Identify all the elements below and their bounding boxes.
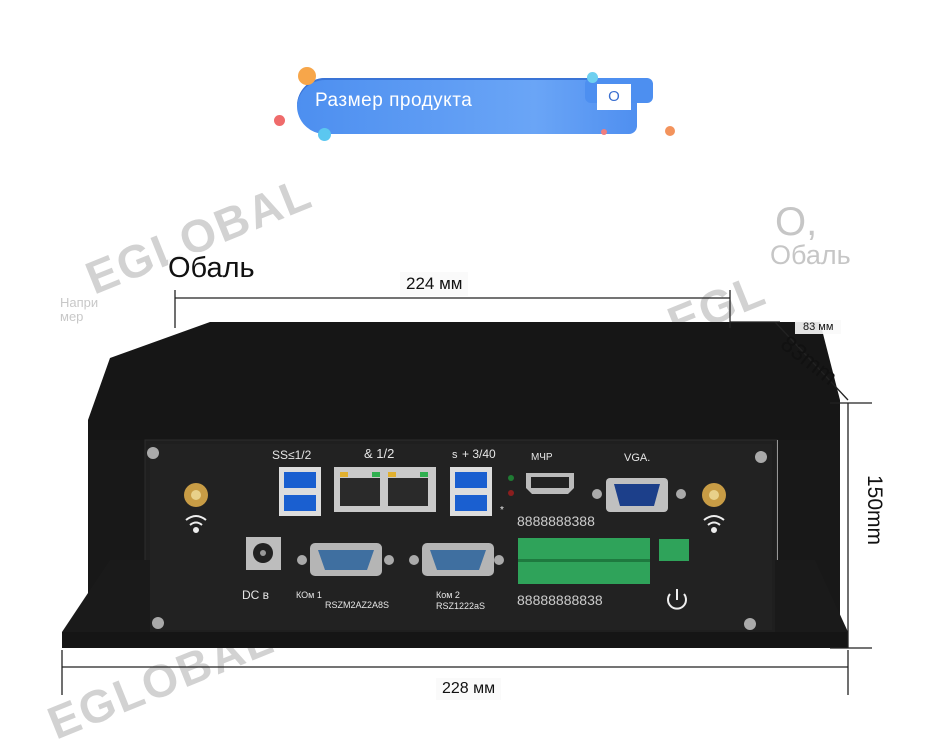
depth-label: 83 мм (795, 320, 842, 334)
antenna-right (702, 483, 726, 507)
watermark-left-small: Напри мер (60, 295, 99, 324)
led-green (508, 475, 514, 481)
decor-dot-cyan2 (587, 72, 598, 83)
watermark-left-overlay: Обаль (168, 252, 285, 285)
terminal-block (518, 538, 689, 584)
dimension-lines (61, 290, 872, 695)
com2-sub-label: RSZ1222aS (436, 601, 486, 611)
banner-title: Размер продукта (315, 90, 473, 111)
base-flange-left (62, 560, 150, 648)
wifi-icon (185, 515, 725, 533)
com2-label: Ком 2 (436, 590, 460, 600)
watermark-right-sub: Обаль (770, 240, 851, 270)
screws (147, 447, 767, 630)
decor-dot-red (274, 115, 285, 126)
usb-ports-left (279, 467, 321, 516)
terminal-code-top: 8888888388 (517, 513, 595, 529)
height-label: 150mm (863, 475, 886, 546)
decor-dot-pink (601, 129, 607, 135)
antenna-left (184, 483, 208, 507)
lan-label: & 1/2 (364, 446, 395, 461)
dc-label: DC в (242, 588, 270, 602)
power-icon (667, 589, 687, 610)
decor-dot-orange (298, 67, 316, 85)
led-red (508, 490, 514, 496)
terminal-code-bottom: 88888888838 (517, 592, 603, 608)
com1-sub-label: RSZM2AZ2A8S (325, 600, 390, 610)
heatsink-top (88, 322, 840, 440)
base-flange-right (775, 560, 848, 648)
lan-ports (334, 467, 436, 512)
hdmi-label: МЧР (531, 452, 553, 463)
usb-right-prefix: s (452, 449, 458, 461)
decor-dot-cyan (318, 128, 331, 141)
dc-jack (246, 537, 281, 570)
usb-ports-right (450, 467, 492, 516)
asterisk-mark: * (500, 505, 504, 516)
com-port-1 (310, 543, 382, 576)
usb-left-label: SS≤1/2 (272, 448, 312, 462)
title-banner (297, 78, 637, 134)
com-port-2 (422, 543, 494, 576)
decor-dot-orange2 (665, 126, 675, 136)
usb-right-label: + 3/40 (462, 447, 496, 461)
com1-label: КОм 1 (296, 590, 322, 600)
width-top-label: 224 мм (400, 272, 469, 296)
vga-port (606, 478, 668, 512)
width-bottom-label: 228 мм (436, 678, 502, 700)
watermark-right-top: О, (775, 200, 818, 244)
base-bar (62, 632, 848, 648)
hdmi-port (526, 473, 574, 494)
vga-label: VGA. (624, 452, 651, 464)
banner-badge: О (597, 84, 631, 110)
